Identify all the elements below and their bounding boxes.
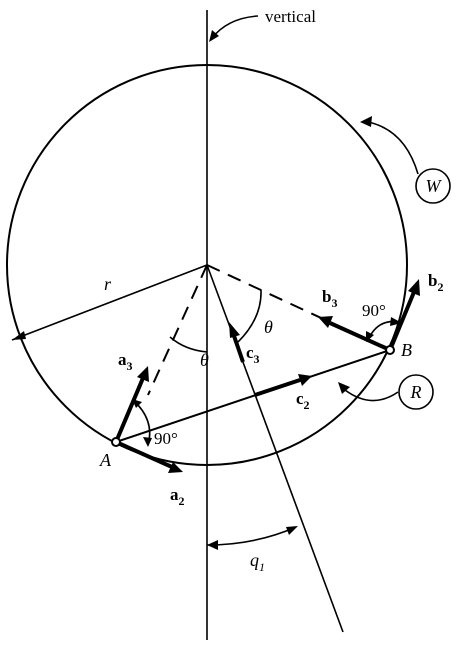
b3-vector — [329, 321, 391, 352]
c2-arrowhead — [298, 374, 312, 386]
b2-vector — [388, 291, 416, 351]
theta-left-label: θ — [200, 350, 209, 370]
R-badge — [398, 374, 434, 410]
b2-arrowhead — [408, 279, 420, 296]
vertical-pointer — [211, 15, 259, 39]
angle-arc-B-head2 — [390, 317, 402, 326]
a2-label: a2 — [170, 485, 185, 508]
c3-label: c3 — [246, 343, 260, 366]
a2-vector — [115, 440, 173, 469]
radius-arrowhead — [12, 331, 26, 340]
q1-arrowhead-right — [286, 526, 298, 535]
b2-label: b2 — [428, 271, 443, 294]
W-label: W — [426, 176, 443, 196]
a3-vector — [114, 377, 145, 443]
b3-label: b3 — [322, 287, 337, 310]
R-label: R — [410, 382, 422, 402]
dashed-line-to-A — [147, 264, 208, 396]
R-leader-head — [338, 382, 350, 394]
rod-chord — [115, 349, 391, 443]
c3-arrowhead — [229, 322, 240, 338]
theta-right-label: θ — [264, 317, 273, 337]
radius-line — [11, 264, 208, 341]
W-leader — [367, 121, 419, 175]
W-leader-head — [360, 116, 372, 127]
q1-arc — [206, 526, 297, 546]
a3-label: a3 — [118, 350, 133, 373]
vertical-label: vertical — [265, 7, 316, 26]
angle-arc-B-head1 — [366, 331, 374, 342]
angle-B-label: 90° — [362, 301, 386, 320]
radius-label: r — [104, 274, 112, 294]
b3-arrowhead — [318, 316, 333, 328]
point-B-label: B — [401, 340, 412, 360]
c2-label: c2 — [296, 389, 310, 412]
a2-arrowhead — [168, 462, 183, 473]
c3-vector — [231, 332, 245, 363]
c2-vector — [254, 378, 301, 397]
theta-arc-right — [237, 289, 262, 343]
point-A — [111, 437, 121, 447]
W-badge — [415, 168, 451, 204]
angle-arc-A-head1 — [132, 399, 142, 408]
point-A-label: A — [99, 450, 112, 470]
q1-label: q1 — [250, 550, 265, 574]
vertical-pointer-head — [209, 30, 219, 42]
angle-A-label: 90° — [154, 429, 178, 448]
point-B — [385, 345, 395, 355]
a3-arrowhead — [137, 366, 149, 382]
theta-arc-left — [169, 336, 208, 353]
q1-arrowhead-left — [207, 540, 218, 550]
angle-arc-A-head2 — [143, 437, 152, 447]
R-leader — [344, 389, 399, 402]
body-circle — [6, 64, 408, 466]
